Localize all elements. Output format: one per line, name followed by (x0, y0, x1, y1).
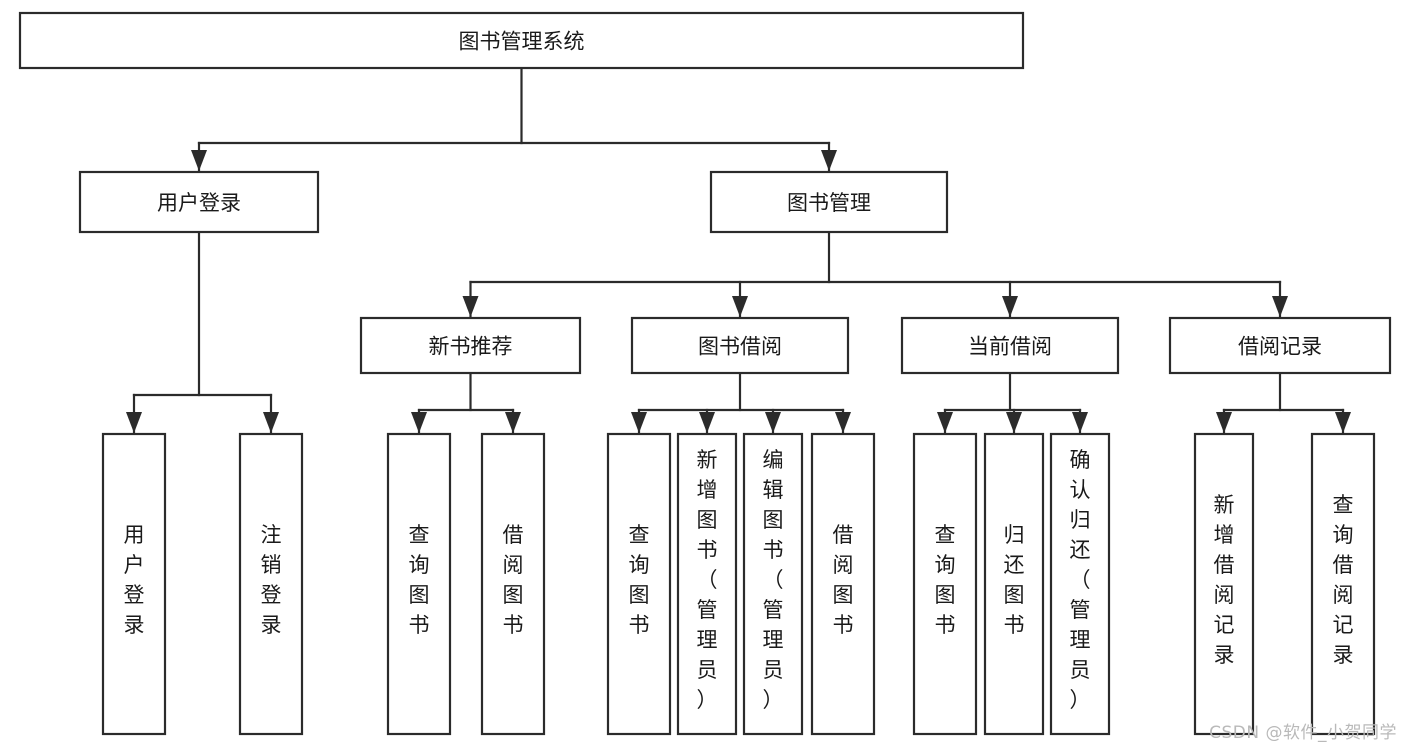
arrow-down-icon-borrow-record-1 (1335, 412, 1351, 433)
node-leaf-confirm-return-rect[interactable] (1049, 432, 1111, 736)
node-book-manage[interactable]: 图书管理 (709, 170, 949, 234)
node-leaf-user-login-rect[interactable] (101, 432, 167, 736)
node-book-manage-label: 图书管理 (787, 191, 871, 215)
node-leaf-add-record-rect[interactable] (1193, 432, 1255, 736)
node-leaf-confirm-return-label: 确认归还（管理员） (1070, 448, 1091, 712)
arrow-down-icon-book-borrow-0 (631, 412, 647, 433)
node-leaf-query-book-3[interactable]: 查询图书 (912, 432, 978, 736)
arrow-down-icon-current-borrow-1 (1006, 412, 1022, 433)
node-book-manage-rect[interactable] (709, 170, 949, 234)
arrow-down-icon-current-borrow-0 (937, 412, 953, 433)
node-leaf-logout[interactable]: 注销登录 (238, 432, 304, 736)
node-new-book-recommend-label: 新书推荐 (429, 335, 513, 359)
node-book-borrow[interactable]: 图书借阅 (630, 316, 850, 375)
node-leaf-logout-label: 注销登录 (261, 523, 282, 637)
node-leaf-edit-book[interactable]: 编辑图书（管理员） (742, 432, 804, 736)
node-leaf-query-book-1-rect[interactable] (386, 432, 452, 736)
node-root-label: 图书管理系统 (459, 30, 585, 54)
node-borrow-record-rect[interactable] (1168, 316, 1392, 375)
arrow-down-icon-current-borrow-2 (1072, 412, 1088, 433)
arrow-down-icon-bookmanage-1 (732, 296, 748, 317)
node-leaf-borrow-book-1[interactable]: 借阅图书 (480, 432, 546, 736)
node-book-borrow-label: 图书借阅 (698, 335, 782, 359)
node-leaf-query-book-1[interactable]: 查询图书 (386, 432, 452, 736)
node-new-book-recommend-rect[interactable] (359, 316, 582, 375)
node-root[interactable]: 图书管理系统 (18, 11, 1025, 70)
node-user-login-label: 用户登录 (157, 191, 241, 215)
node-leaf-query-record-rect[interactable] (1310, 432, 1376, 736)
arrow-down-icon-root-1 (821, 150, 837, 171)
arrow-down-icon-new-book-recommend-0 (411, 412, 427, 433)
node-leaf-edit-book-label: 编辑图书（管理员） (763, 448, 784, 712)
arrow-down-icon-bookmanage-2 (1002, 296, 1018, 317)
node-leaf-return-book-label: 归还图书 (1004, 523, 1025, 637)
node-leaf-confirm-return[interactable]: 确认归还（管理员） (1049, 432, 1111, 736)
node-leaf-query-book-1-label: 查询图书 (409, 523, 430, 637)
node-current-borrow[interactable]: 当前借阅 (900, 316, 1120, 375)
node-leaf-add-book-label: 新增图书（管理员） (697, 448, 718, 712)
node-leaf-borrow-book-2-rect[interactable] (810, 432, 876, 736)
node-leaf-user-login-label: 用户登录 (124, 523, 145, 637)
node-book-borrow-rect[interactable] (630, 316, 850, 375)
node-leaf-borrow-book-1-rect[interactable] (480, 432, 546, 736)
watermark-text: CSDN @软件_小贺同学 (1209, 723, 1397, 743)
node-leaf-borrow-book-2-label: 借阅图书 (833, 523, 854, 637)
arrow-down-icon-user-login-0 (126, 412, 142, 433)
node-leaf-query-record-label: 查询借阅记录 (1333, 493, 1354, 667)
arrow-down-icon-bookmanage-3 (1272, 296, 1288, 317)
node-leaf-query-record[interactable]: 查询借阅记录 (1310, 432, 1376, 736)
node-leaf-query-book-2-label: 查询图书 (629, 523, 650, 637)
node-leaf-user-login[interactable]: 用户登录 (101, 432, 167, 736)
node-current-borrow-rect[interactable] (900, 316, 1120, 375)
node-borrow-record[interactable]: 借阅记录 (1168, 316, 1392, 375)
node-leaf-add-record-label: 新增借阅记录 (1214, 493, 1235, 667)
node-leaf-query-book-3-rect[interactable] (912, 432, 978, 736)
node-leaf-query-book-2[interactable]: 查询图书 (606, 432, 672, 736)
node-leaf-add-book-rect[interactable] (676, 432, 738, 736)
node-leaf-borrow-book-2[interactable]: 借阅图书 (810, 432, 876, 736)
arrow-down-icon-bookmanage-0 (462, 296, 479, 317)
arrow-down-icon-book-borrow-2 (765, 412, 781, 433)
node-user-login-rect[interactable] (78, 170, 320, 234)
node-leaf-add-book[interactable]: 新增图书（管理员） (676, 432, 738, 736)
node-leaf-logout-rect[interactable] (238, 432, 304, 736)
node-user-login[interactable]: 用户登录 (78, 170, 320, 234)
node-leaf-return-book-rect[interactable] (983, 432, 1045, 736)
arrow-down-icon-root-0 (191, 150, 207, 171)
node-current-borrow-label: 当前借阅 (968, 335, 1052, 359)
arrow-down-icon-borrow-record-0 (1216, 412, 1232, 433)
node-new-book-recommend[interactable]: 新书推荐 (359, 316, 582, 375)
node-leaf-borrow-book-1-label: 借阅图书 (503, 523, 524, 637)
node-leaf-query-book-2-rect[interactable] (606, 432, 672, 736)
node-leaf-return-book[interactable]: 归还图书 (983, 432, 1045, 736)
arrow-down-icon-user-login-1 (263, 412, 279, 433)
node-borrow-record-label: 借阅记录 (1238, 335, 1322, 359)
arrow-down-icon-book-borrow-1 (699, 412, 715, 433)
arrow-down-icon-book-borrow-3 (835, 412, 851, 433)
node-leaf-edit-book-rect[interactable] (742, 432, 804, 736)
node-leaf-query-book-3-label: 查询图书 (935, 523, 956, 637)
node-leaf-add-record[interactable]: 新增借阅记录 (1193, 432, 1255, 736)
node-root-rect[interactable] (18, 11, 1025, 70)
arrow-down-icon-new-book-recommend-1 (505, 412, 521, 433)
